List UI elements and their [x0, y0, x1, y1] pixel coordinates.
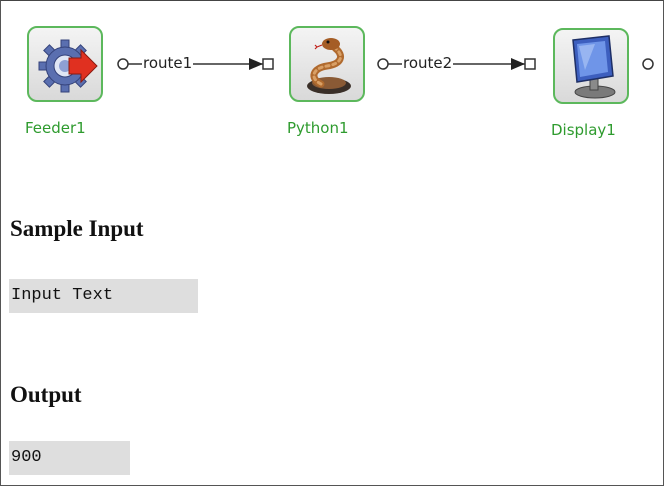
- output-port-display1[interactable]: [642, 58, 654, 70]
- route2-label: route2: [402, 54, 454, 72]
- display1-label: Display1: [551, 121, 616, 139]
- route2-arrowhead: [511, 58, 525, 70]
- output-heading: Output: [10, 382, 82, 407]
- gear-arrow-icon: [38, 39, 98, 93]
- python1-node[interactable]: [289, 26, 365, 102]
- display1-node[interactable]: [553, 28, 629, 104]
- output-port-python1[interactable]: [377, 58, 389, 70]
- snake-icon: [307, 38, 351, 94]
- output-port-feeder1[interactable]: [117, 58, 129, 70]
- route1-arrowhead: [249, 58, 263, 70]
- sample-input-value: Input Text: [9, 279, 198, 313]
- input-port-python1[interactable]: [262, 58, 274, 70]
- output-value: 900: [9, 441, 130, 475]
- input-port-display1[interactable]: [524, 58, 536, 70]
- feeder1-node[interactable]: [27, 26, 103, 102]
- feeder1-label: Feeder1: [25, 119, 86, 137]
- python1-label: Python1: [287, 119, 349, 137]
- route1-label: route1: [142, 54, 194, 72]
- monitor-icon: [572, 35, 616, 99]
- sample-input-heading: Sample Input: [10, 216, 144, 241]
